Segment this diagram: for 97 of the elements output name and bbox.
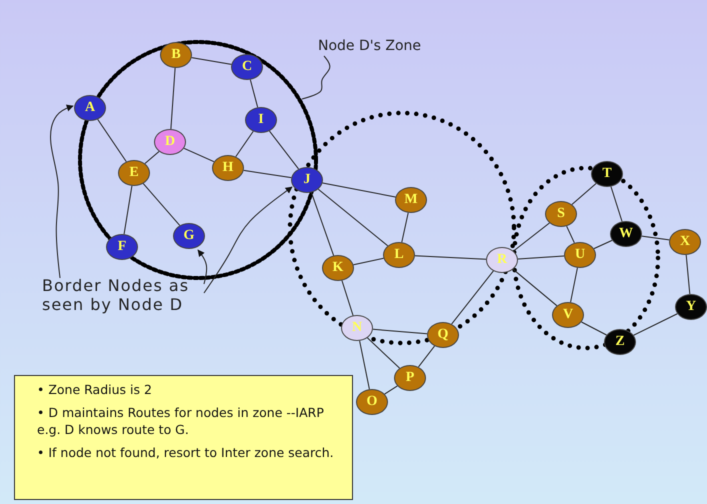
link-line [372, 328, 428, 334]
link-line [359, 340, 370, 390]
node-letter: I [258, 113, 264, 127]
link-line [268, 130, 300, 170]
link-line [513, 222, 550, 252]
node-letter: B [171, 48, 181, 62]
network-node [486, 247, 518, 273]
network-node [118, 160, 150, 186]
callout-text: Border Nodes as seen by Node D [42, 276, 190, 314]
network-node [591, 161, 623, 187]
network-node [212, 155, 244, 181]
link-line [243, 170, 292, 178]
link-line [191, 57, 232, 65]
link-line [580, 322, 608, 336]
node-letter: Q [438, 328, 448, 342]
network-node [395, 187, 427, 213]
node-letter: D [164, 135, 176, 149]
link-line [322, 182, 396, 198]
link-line [517, 256, 565, 260]
network-node [173, 223, 205, 249]
link-line [593, 240, 613, 250]
network-node [427, 322, 459, 348]
network-node [341, 315, 373, 341]
link-line [97, 118, 127, 162]
arrow [198, 249, 208, 284]
node-letter: G [184, 229, 194, 243]
node-letter: X [680, 235, 690, 249]
note-text: • Zone Radius is 2 [37, 382, 153, 398]
link-line [250, 79, 258, 108]
node-letter: E [129, 166, 139, 180]
node-letter: V [562, 308, 574, 322]
link-line [170, 67, 176, 130]
link-line [451, 270, 494, 325]
link-line [235, 130, 254, 158]
note-text: • D maintains Routes for nodes in zone --IARP e.g. D knows route to G. [37, 405, 325, 438]
node-letter: H [222, 161, 234, 175]
network-node [356, 389, 388, 415]
network-node [604, 329, 636, 355]
link-line [566, 226, 575, 244]
link-line [571, 183, 597, 205]
node-letter: M [404, 193, 418, 207]
node-letter: J [304, 173, 310, 187]
link-line [144, 150, 160, 164]
link-line [352, 258, 384, 266]
callout-text: Node D's Zone [318, 38, 422, 54]
node-letter: T [602, 167, 612, 181]
node-letter: K [332, 261, 344, 275]
link-line [366, 337, 400, 369]
network-node [610, 221, 642, 247]
node-letter: P [406, 371, 414, 385]
link-line [414, 255, 487, 260]
network-node [552, 302, 584, 328]
network-node [154, 129, 186, 155]
note-panel [14, 375, 353, 500]
link-line [184, 148, 214, 162]
network-node [291, 167, 323, 193]
network-node [675, 294, 707, 320]
node-letter: F [118, 240, 126, 254]
node-letter: Z [615, 335, 625, 349]
network-node [74, 95, 106, 121]
network-node [106, 234, 138, 260]
node-letter: N [352, 321, 362, 335]
node-letter: R [496, 253, 508, 267]
link-line [310, 192, 334, 256]
note-text: • If node not found, resort to Inter zone search. [37, 444, 335, 461]
node-letter: A [84, 101, 96, 115]
node-letter: S [557, 207, 565, 221]
arrow [50, 104, 74, 278]
arrow [204, 186, 293, 294]
node-letter: L [394, 248, 404, 262]
network-node [394, 365, 426, 391]
link-line [401, 212, 409, 243]
link-line [512, 268, 558, 306]
link-line [341, 280, 354, 316]
network-node [545, 201, 577, 227]
node-letter: Y [686, 300, 696, 314]
link-line [418, 346, 436, 368]
network-node [231, 54, 263, 80]
network-node [564, 242, 596, 268]
link-line [686, 254, 690, 295]
link-line [384, 385, 398, 395]
node-letter: W [619, 227, 633, 241]
node-letter: C [242, 60, 252, 74]
network-node [322, 255, 354, 281]
link-line [318, 188, 388, 246]
link-line [610, 186, 623, 222]
link-line [124, 185, 132, 235]
network-node [160, 42, 192, 68]
node-letter: U [574, 248, 586, 262]
link-line [570, 267, 578, 303]
network-node [383, 242, 415, 268]
leader-line [302, 56, 330, 100]
node-letter: O [366, 395, 378, 409]
link-line [633, 313, 678, 336]
link-line [142, 183, 180, 226]
network-node [669, 229, 701, 255]
network-node [245, 107, 277, 133]
